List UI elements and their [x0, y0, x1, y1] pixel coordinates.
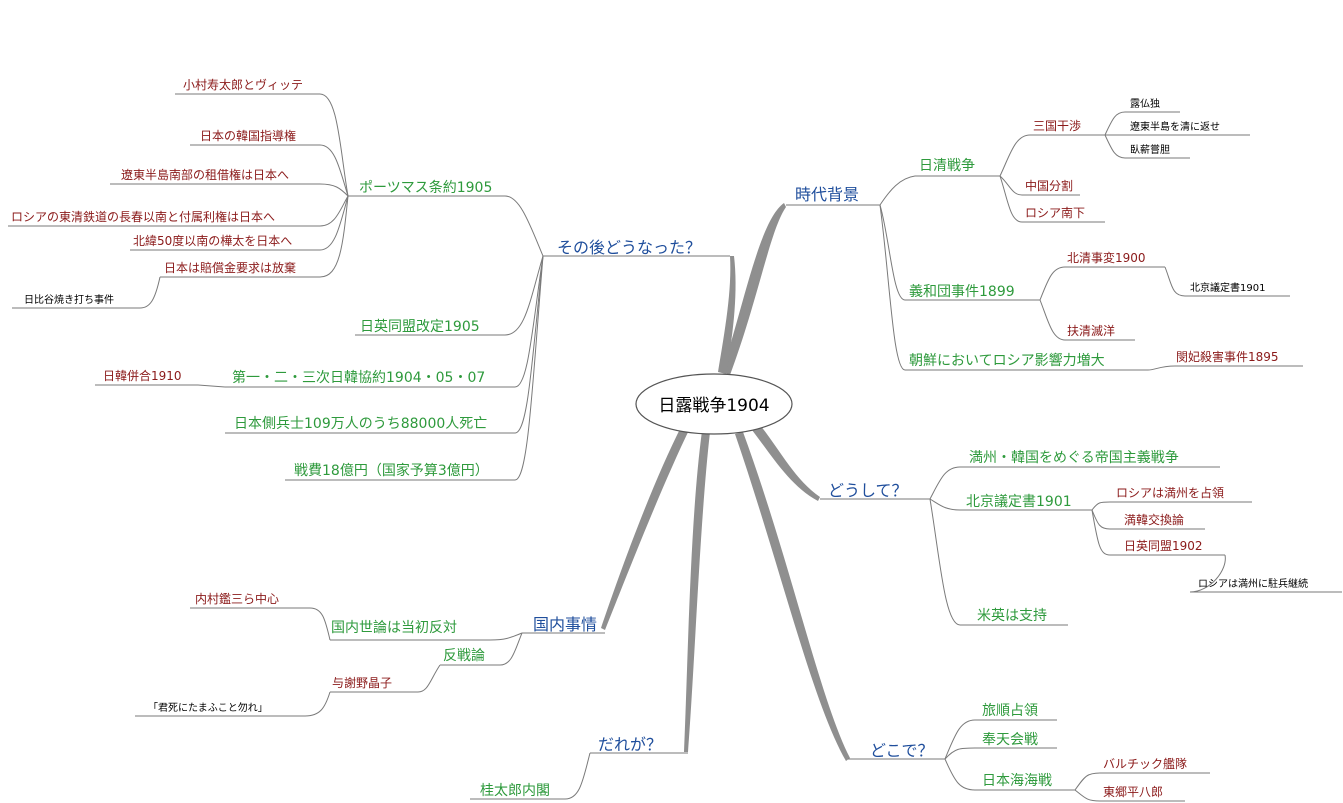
node-hansen[interactable]: 反戦論: [443, 648, 485, 664]
node-hibiya[interactable]: 日比谷焼き打ち事件: [24, 293, 114, 306]
node-gashin[interactable]: 臥薪嘗胆: [1130, 143, 1170, 156]
node-shisha[interactable]: 日本側兵士109万人のうち88000人死亡: [234, 416, 487, 432]
branch-dareka: [684, 431, 710, 752]
node-manshu[interactable]: 満州・韓国をめぐる帝国主義戦争: [969, 449, 1179, 466]
node-pekin-giteisho[interactable]: 北京議定書1901: [1190, 281, 1265, 294]
node-mankan[interactable]: 満韓交換論: [1124, 512, 1184, 527]
node-chugoku[interactable]: 中国分割: [1025, 178, 1073, 193]
node-ryoton-kaese[interactable]: 遼東半島を清に返せ: [1130, 120, 1220, 133]
node-yosano[interactable]: 与謝野晶子: [332, 675, 392, 690]
level4-labels[interactable]: 露仏独 遼東半島を清に返せ 臥薪嘗胆 北京議定書1901 日比谷焼き打ち事件 ロ…: [24, 97, 1308, 714]
main-branches: [601, 203, 850, 761]
level1-labels[interactable]: 時代背景 その後どうなった？ どうして？ どこで？ だれが？ 国内事情: [533, 185, 934, 760]
node-seron[interactable]: 国内世論は当初反対: [331, 619, 457, 636]
node-katsura[interactable]: 桂太郎内閣: [480, 783, 550, 799]
node-rofutsudoku[interactable]: 露仏独: [1130, 97, 1160, 110]
node-giwadan[interactable]: 義和団事件1899: [909, 283, 1015, 300]
node-ryojun[interactable]: 旅順占領: [982, 702, 1038, 719]
branch-sonogo: [718, 256, 736, 374]
branch-doshite: [752, 425, 820, 501]
node-komura[interactable]: 小村寿太郎とヴィッテ: [183, 77, 303, 92]
topic-dareka[interactable]: だれが？: [598, 735, 662, 754]
node-chuhei[interactable]: ロシアは満州に駐兵継続: [1198, 577, 1308, 590]
node-nichiei[interactable]: 日英同盟改定1905: [360, 318, 480, 335]
branch-kokunai: [601, 425, 690, 630]
node-nikkan[interactable]: 第一・二・三次日韓協約1904・05・07: [232, 369, 485, 386]
topic-doshite[interactable]: どうして？: [828, 481, 908, 500]
node-hokushin[interactable]: 北清事変1900: [1067, 250, 1146, 265]
topic-kokunai[interactable]: 国内事情: [533, 615, 597, 634]
node-karafuto[interactable]: 北緯50度以南の樺太を日本へ: [133, 233, 292, 248]
node-ryotonanbu[interactable]: 遼東半島南部の租借権は日本へ: [121, 167, 289, 182]
node-chosen[interactable]: 朝鮮においてロシア影響力増大: [909, 352, 1105, 369]
node-nissin[interactable]: 日清戦争: [919, 158, 975, 174]
branch-jidai: [722, 203, 786, 375]
connector-lines: [8, 93, 1342, 802]
center-node[interactable]: 日露戦争1904: [635, 373, 793, 435]
node-pekin[interactable]: 北京議定書1901: [966, 493, 1072, 510]
node-uchimura[interactable]: 内村鑑三ら中心: [195, 591, 279, 606]
topic-jidai[interactable]: 時代背景: [795, 185, 859, 204]
level3-labels[interactable]: 三国干渉 中国分割 ロシア南下 北清事変1900 扶清滅洋 閔妃殺害事件1895…: [11, 77, 1279, 799]
node-togo[interactable]: 東郷平八郎: [1103, 785, 1163, 799]
topic-sonogo[interactable]: その後どうなった？: [557, 238, 701, 257]
node-nihonkai[interactable]: 日本海海戦: [982, 773, 1052, 789]
center-label: 日露戦争1904: [658, 396, 769, 416]
node-toshin[interactable]: ロシアの東清鉄道の長春以南と付属利権は日本へ: [11, 209, 275, 224]
node-portsmouth[interactable]: ポーツマス条約1905: [359, 179, 492, 196]
node-binhi[interactable]: 閔妃殺害事件1895: [1176, 349, 1279, 364]
node-sangoku[interactable]: 三国干渉: [1033, 118, 1081, 133]
node-baisho[interactable]: 日本は賠償金要求は放棄: [164, 260, 296, 275]
node-heigo[interactable]: 日韓併合1910: [103, 368, 182, 383]
level2-labels[interactable]: 日清戦争 義和団事件1899 朝鮮においてロシア影響力増大 ポーツマス条約190…: [232, 158, 1179, 799]
node-nichiei1902[interactable]: 日英同盟1902: [1124, 539, 1203, 553]
node-kimishini[interactable]: 「君死にたまふこと勿れ」: [148, 702, 268, 714]
node-fushin[interactable]: 扶清滅洋: [1067, 323, 1115, 338]
node-beiei[interactable]: 米英は支持: [977, 607, 1047, 624]
node-nanka[interactable]: ロシア南下: [1025, 205, 1085, 220]
node-baltic[interactable]: バルチック艦隊: [1103, 756, 1187, 771]
node-hoten[interactable]: 奉天会戦: [982, 732, 1038, 748]
branch-dokode: [735, 432, 850, 761]
topic-dokode[interactable]: どこで？: [870, 741, 934, 760]
node-senpi[interactable]: 戦費18億円（国家予算3億円）: [294, 462, 489, 479]
node-kankoku[interactable]: 日本の韓国指導権: [200, 128, 296, 143]
node-senryo[interactable]: ロシアは満州を占領: [1116, 485, 1224, 500]
